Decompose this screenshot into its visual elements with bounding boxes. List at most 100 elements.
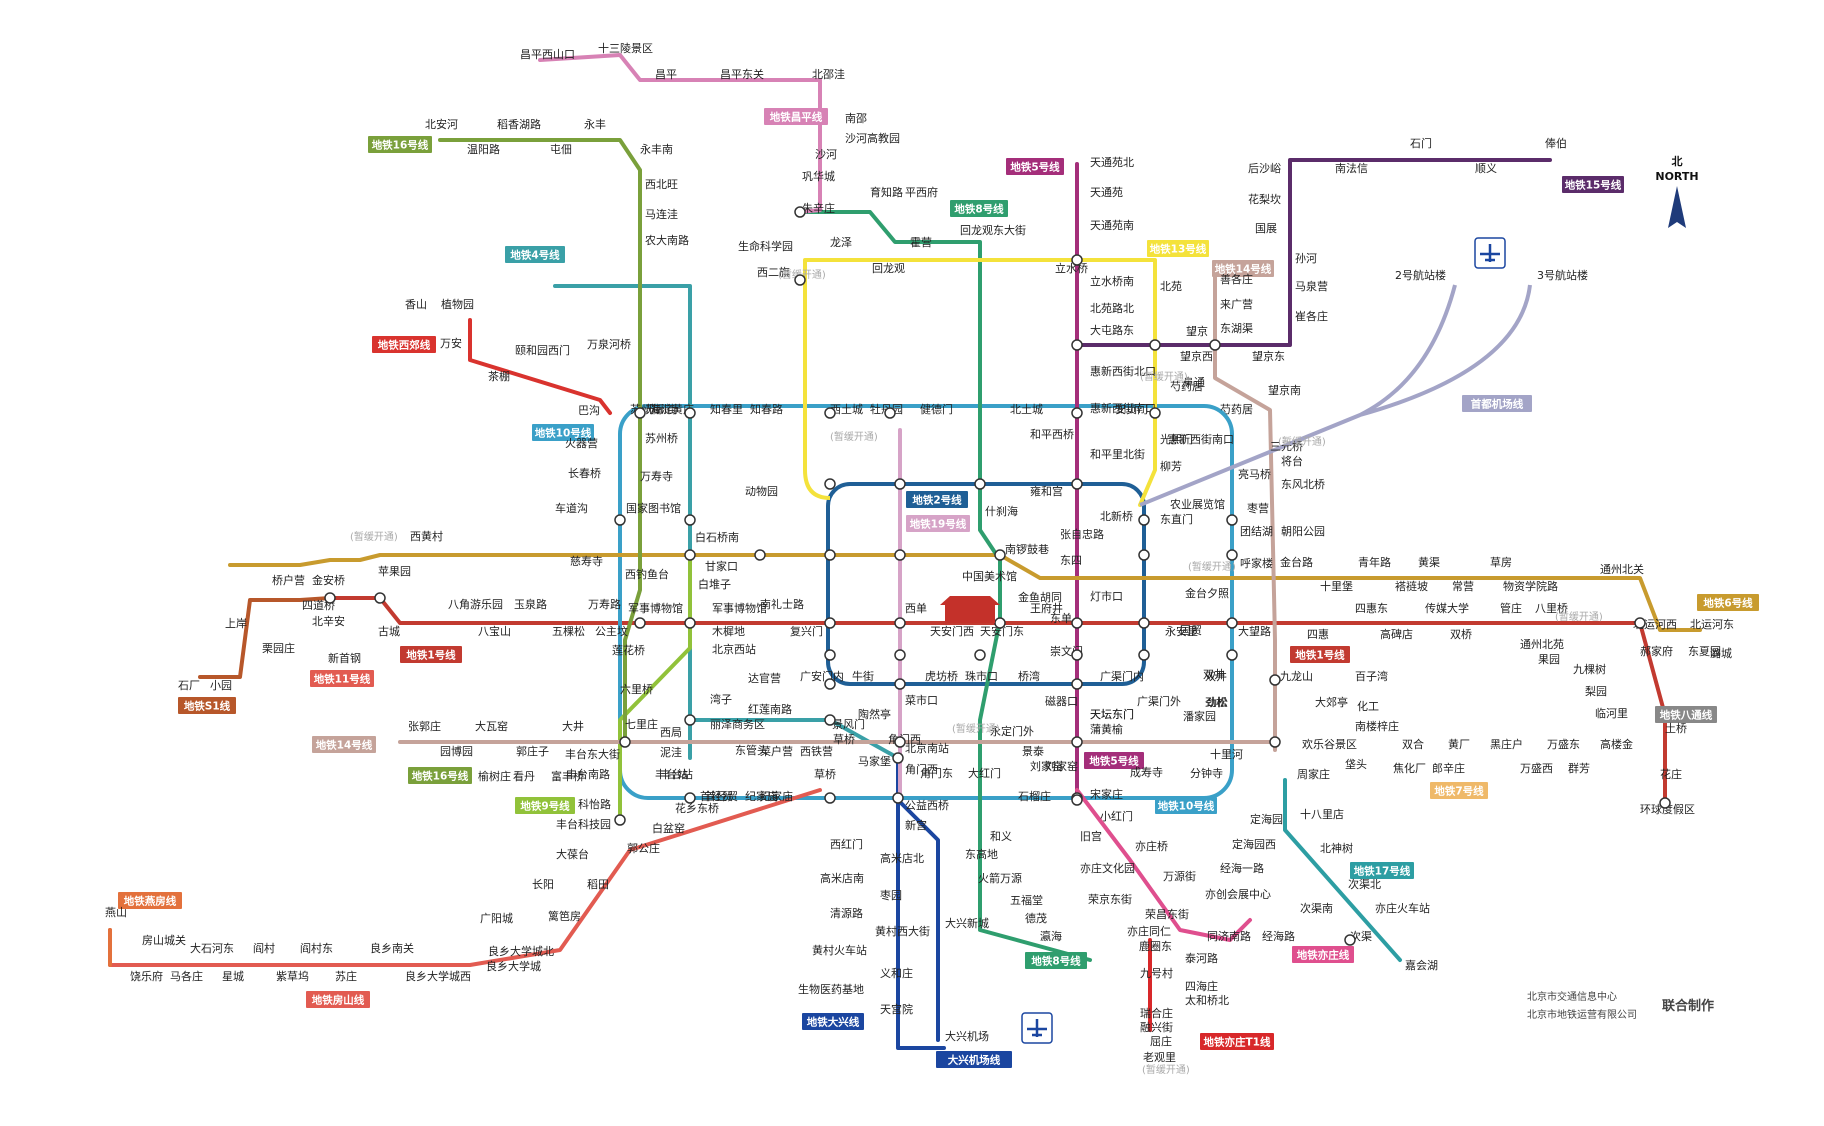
- transfer-station-icon[interactable]: [684, 549, 696, 561]
- metro-line-l17[interactable]: [1283, 778, 1402, 962]
- transfer-station-icon[interactable]: [324, 592, 336, 604]
- transfer-station-icon[interactable]: [1659, 797, 1671, 809]
- metro-line-yz[interactable]: [1075, 788, 1252, 942]
- station-label: 龙泽: [830, 236, 852, 249]
- transfer-station-icon[interactable]: [684, 407, 696, 419]
- metro-line-s1[interactable]: [198, 596, 332, 679]
- transfer-station-icon[interactable]: [619, 736, 631, 748]
- station-label: 昌平西山口: [520, 48, 575, 61]
- transfer-station-icon[interactable]: [614, 514, 626, 526]
- station-label: 景泰: [1022, 744, 1044, 758]
- transfer-station-icon[interactable]: [1071, 617, 1083, 629]
- transfer-station-icon[interactable]: [1071, 254, 1083, 266]
- transfer-station-icon[interactable]: [684, 514, 696, 526]
- station-label: 和平里北街: [1090, 447, 1145, 461]
- line-badge-l14: [1212, 260, 1274, 277]
- transfer-station-icon[interactable]: [892, 792, 904, 804]
- transfer-station-icon[interactable]: [1209, 339, 1221, 351]
- transfer-station-icon[interactable]: [634, 617, 646, 629]
- station-label: 紫草坞: [276, 969, 309, 983]
- transfer-station-icon[interactable]: [634, 407, 646, 419]
- transfer-station-icon[interactable]: [1226, 617, 1238, 629]
- transfer-station-icon[interactable]: [1071, 678, 1083, 690]
- station-label: 和义: [990, 830, 1012, 843]
- metro-line-l16[interactable]: [438, 138, 642, 744]
- transfer-station-icon[interactable]: [1071, 407, 1083, 419]
- transfer-station-icon[interactable]: [1071, 339, 1083, 351]
- transfer-station-icon[interactable]: [894, 678, 906, 690]
- transfer-station-icon[interactable]: [994, 617, 1006, 629]
- transfer-station-icon[interactable]: [1138, 649, 1150, 661]
- transfer-station-icon[interactable]: [794, 206, 806, 218]
- transfer-station-icon[interactable]: [1071, 478, 1083, 490]
- station-label: 茶棚: [488, 369, 510, 383]
- transfer-station-icon[interactable]: [974, 478, 986, 490]
- transfer-station-icon[interactable]: [794, 274, 806, 286]
- transfer-station-icon[interactable]: [824, 478, 836, 490]
- line-badge-ba: [1655, 706, 1717, 723]
- transfer-station-icon[interactable]: [1149, 339, 1161, 351]
- station-label: 东风北桥: [1281, 478, 1325, 491]
- transfer-station-icon[interactable]: [1071, 794, 1083, 806]
- transfer-station-icon[interactable]: [894, 478, 906, 490]
- station-label: 白盆窑: [652, 821, 685, 835]
- transfer-station-icon[interactable]: [754, 549, 766, 561]
- transfer-station-icon[interactable]: [894, 617, 906, 629]
- transfer-station-icon[interactable]: [1226, 514, 1238, 526]
- transfer-station-icon[interactable]: [684, 617, 696, 629]
- transfer-station-icon[interactable]: [1634, 617, 1646, 629]
- metro-line-dxa[interactable]: [896, 798, 940, 1042]
- metro-line-cp[interactable]: [538, 53, 822, 214]
- transfer-station-icon[interactable]: [1226, 649, 1238, 661]
- metro-line-l13[interactable]: [803, 258, 1157, 507]
- transfer-station-icon[interactable]: [824, 617, 836, 629]
- transfer-station-icon[interactable]: [1269, 736, 1281, 748]
- metro-line-l15[interactable]: [1075, 158, 1552, 347]
- transfer-station-icon[interactable]: [1071, 649, 1083, 661]
- transfer-station-icon[interactable]: [1138, 514, 1150, 526]
- metro-line-xj[interactable]: [468, 318, 612, 415]
- transfer-station-icon[interactable]: [614, 814, 626, 826]
- transfer-station-icon[interactable]: [1149, 407, 1161, 419]
- line-badge-label: 地铁8号线: [1031, 955, 1081, 968]
- metro-line-l8[interactable]: [798, 210, 1092, 962]
- station-label: 大红门: [968, 766, 1001, 780]
- transfer-station-icon[interactable]: [1269, 674, 1281, 686]
- transfer-station-icon[interactable]: [894, 736, 906, 748]
- metro-line-l9[interactable]: [618, 558, 692, 822]
- transfer-station-icon[interactable]: [1138, 549, 1150, 561]
- transfer-station-icon[interactable]: [374, 592, 386, 604]
- transfer-station-icon[interactable]: [1138, 617, 1150, 629]
- transfer-station-icon[interactable]: [974, 649, 986, 661]
- transfer-station-icon[interactable]: [684, 792, 696, 804]
- transfer-station-icon[interactable]: [1344, 934, 1356, 946]
- line-badge-label: 地铁17号线: [1354, 865, 1411, 878]
- transfer-station-icon[interactable]: [824, 649, 836, 661]
- station-label: 后沙峪: [1248, 162, 1281, 175]
- transfer-station-icon[interactable]: [1071, 736, 1083, 748]
- metro-line-dx[interactable]: [896, 756, 946, 1050]
- transfer-station-icon[interactable]: [1226, 549, 1238, 561]
- station-label: 次渠北: [1348, 877, 1381, 891]
- transfer-station-icon[interactable]: [894, 549, 906, 561]
- transfer-station-icon[interactable]: [894, 649, 906, 661]
- transfer-station-icon[interactable]: [994, 549, 1006, 561]
- transfer-station-icon[interactable]: [684, 714, 696, 726]
- station-label: 稻香湖路: [497, 118, 541, 131]
- transfer-station-icon[interactable]: [824, 678, 836, 690]
- transfer-station-icon[interactable]: [892, 752, 904, 764]
- station-label: 顺义: [1475, 162, 1497, 175]
- metro-line-cap[interactable]: [1139, 284, 1532, 507]
- transfer-station-icon[interactable]: [884, 407, 896, 419]
- transfer-station-icon[interactable]: [824, 549, 836, 561]
- metro-line-l10[interactable]: [618, 404, 1234, 800]
- transfer-station-icon[interactable]: [824, 714, 836, 726]
- metro-line-fs[interactable]: [108, 788, 822, 967]
- station-label: 孙河: [1295, 252, 1317, 265]
- station-label: 2号航站楼: [1395, 268, 1446, 282]
- metro-line-l13-west[interactable]: [803, 260, 831, 500]
- transfer-station-icon[interactable]: [824, 792, 836, 804]
- transfer-station-icon[interactable]: [824, 407, 836, 419]
